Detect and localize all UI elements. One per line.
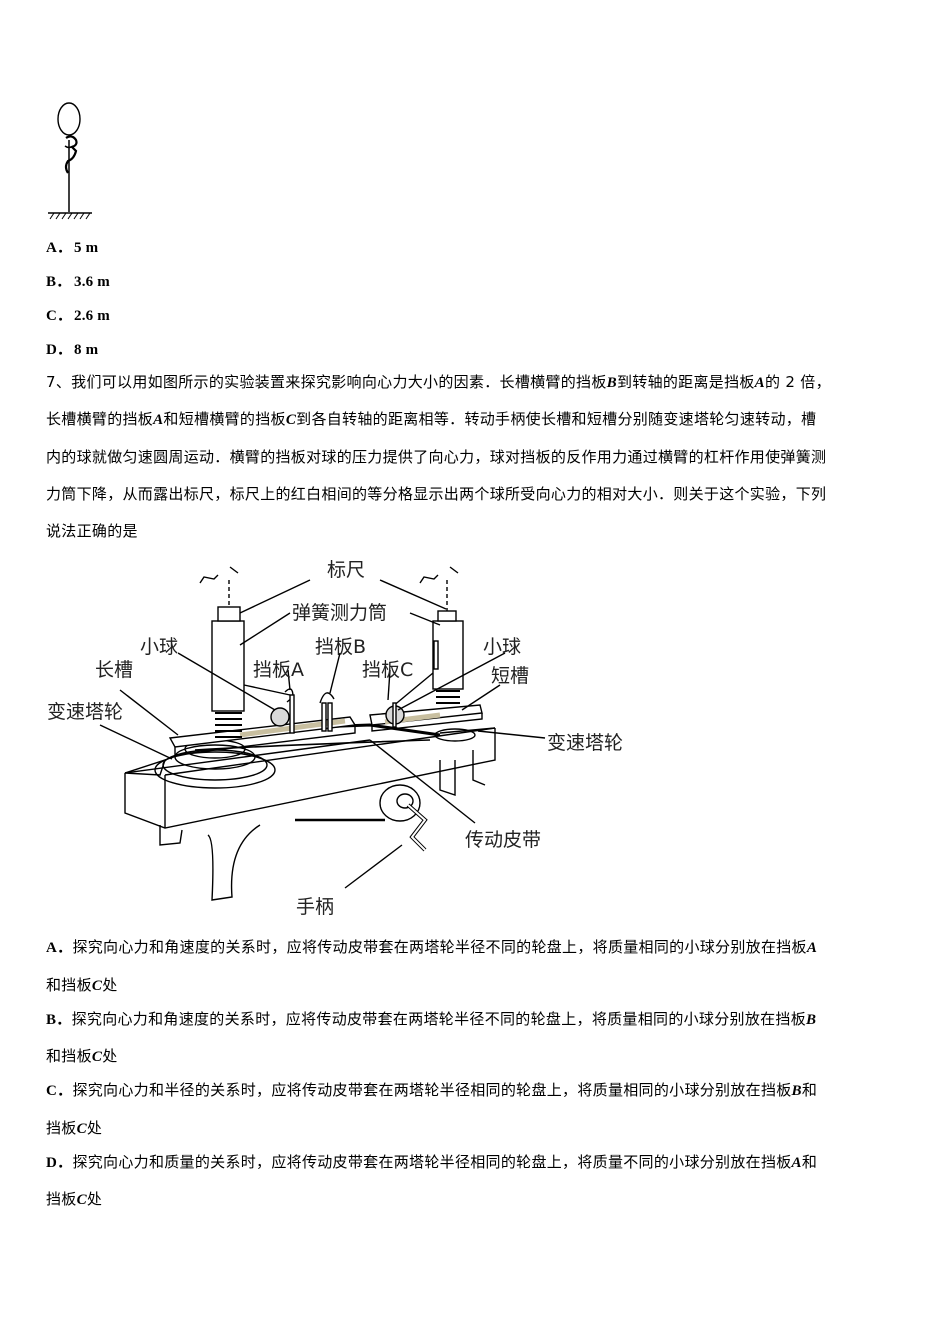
label-long-groove: 长槽: [95, 659, 134, 681]
q7-option-a-cont[interactable]: 和挡板C处: [46, 976, 118, 994]
label-ball-left: 小球: [140, 636, 179, 658]
q7-stem-line-3: 内的球就做匀速圆周运动．横臂的挡板对球的压力提供了向心力，球对挡板的反作用力通过…: [46, 448, 827, 466]
q7-option-b-cont[interactable]: 和挡板C处: [46, 1047, 118, 1065]
label-baffle-b: 挡板B: [315, 636, 367, 658]
label-belt: 传动皮带: [465, 829, 542, 851]
prev-option-d[interactable]: D．8 m: [46, 342, 99, 358]
prev-option-c[interactable]: C．2.6 m: [46, 308, 110, 324]
prev-option-b[interactable]: B．3.6 m: [46, 274, 110, 290]
q7-option-a[interactable]: A．探究向心力和角速度的关系时，应将传动皮带套在两塔轮半径不同的轮盘上，将质量相…: [46, 938, 818, 956]
label-spring-cylinder: 弹簧测力筒: [292, 602, 388, 624]
label-ruler: 标尺: [327, 559, 366, 581]
q7-option-c[interactable]: C．探究向心力和半径的关系时，应将传动皮带套在两塔轮半径相同的轮盘上，将质量相同…: [46, 1081, 818, 1099]
pole-climber-figure: [48, 102, 92, 220]
q7-option-d-cont[interactable]: 挡板C处: [46, 1190, 103, 1208]
q7-stem-line-4: 力筒下降，从而露出标尺，标尺上的红白相间的等分格显示出两个球所受向心力的相对大小…: [46, 485, 827, 503]
q7-option-c-cont[interactable]: 挡板C处: [46, 1119, 103, 1137]
q7-stem-line-2: 长槽横臂的挡板A和短槽横臂的挡板C到各自转轴的距离相等．转动手柄使长槽和短槽分别…: [46, 410, 817, 428]
centripetal-apparatus-figure: [99, 566, 546, 901]
q7-stem-line-5: 说法正确的是: [46, 522, 138, 540]
label-ball-right: 小球: [483, 636, 522, 658]
q7-option-d[interactable]: D．探究向心力和质量的关系时，应将传动皮带套在两塔轮半径相同的轮盘上，将质量不同…: [46, 1153, 818, 1171]
label-short-groove: 短槽: [491, 665, 530, 687]
q7-stem-line-1: 7、我们可以用如图所示的实验装置来探究影响向心力大小的因素．长槽横臂的挡板B到转…: [46, 373, 831, 391]
label-baffle-c: 挡板C: [362, 659, 414, 681]
label-baffle-a: 挡板A: [253, 659, 304, 681]
label-pulley-right: 变速塔轮: [547, 732, 624, 754]
label-pulley-left: 变速塔轮: [47, 701, 124, 723]
q7-option-b[interactable]: B．探究向心力和角速度的关系时，应将传动皮带套在两塔轮半径不同的轮盘上，将质量相…: [46, 1010, 817, 1028]
prev-option-a[interactable]: A．5 m: [46, 240, 99, 256]
label-handle: 手柄: [296, 896, 335, 918]
